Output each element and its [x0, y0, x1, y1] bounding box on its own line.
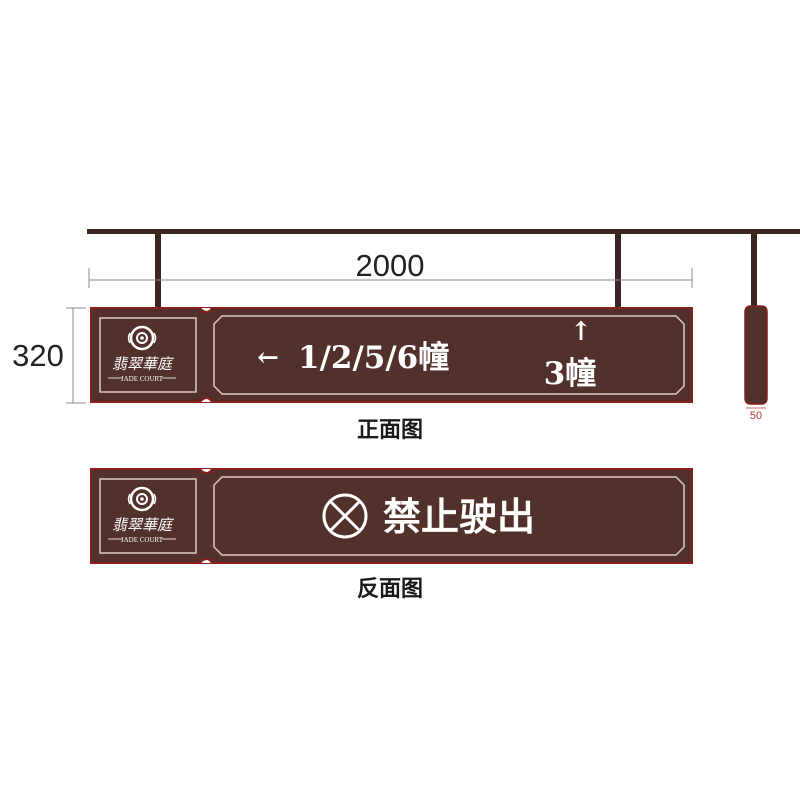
- width-label: 2000: [356, 248, 425, 283]
- no-exit-icon: [322, 493, 368, 539]
- back-view-caption: 反面图: [357, 577, 423, 602]
- front-logo-name: 翡翠華庭: [112, 355, 175, 373]
- back-sign-notch: [199, 468, 213, 564]
- up-arrow-icon: ↑: [570, 317, 592, 347]
- hanger-rod-side: [751, 231, 757, 308]
- mounting-beam: [87, 229, 800, 308]
- back-sign: 翡翠華庭 JADE COURT 禁止驶出: [90, 468, 693, 564]
- width-dimension: 2000: [88, 248, 693, 288]
- ceiling-bar: [87, 229, 800, 234]
- logo-emblem-icon: [127, 325, 157, 351]
- back-logo-name: 翡翠華庭: [112, 516, 175, 534]
- thickness-label: 50: [750, 410, 762, 422]
- left-arrow-icon: ←: [257, 343, 279, 373]
- front-sign-body: [90, 307, 693, 403]
- front-up-destination: 3幢: [544, 356, 597, 392]
- front-sign: 翡翠華庭 JADE COURT ← 1/2/5/6幢 ↑ 3幢: [90, 307, 693, 403]
- side-sign-body: [744, 305, 768, 405]
- hanger-rod-right: [615, 231, 621, 308]
- front-view-caption: 正面图: [357, 418, 423, 443]
- back-main-frame: [213, 476, 685, 556]
- back-logo: 翡翠華庭 JADE COURT: [108, 486, 176, 544]
- front-left-destination: 1/2/5/6幢: [298, 340, 449, 376]
- back-logo-subtitle: JADE COURT: [121, 536, 164, 544]
- height-label: 320: [12, 338, 64, 373]
- side-view: 50: [744, 305, 768, 422]
- front-logo-subtitle: JADE COURT: [121, 375, 164, 383]
- logo-emblem-icon: [127, 486, 157, 512]
- back-logo-frame: [99, 478, 197, 554]
- front-logo: 翡翠華庭 JADE COURT: [108, 325, 176, 383]
- front-sign-notch: [199, 307, 213, 403]
- front-logo-frame: [99, 317, 197, 393]
- hanger-rod-left: [155, 231, 161, 308]
- back-sign-body: [90, 468, 693, 564]
- back-message: 禁止驶出: [383, 494, 535, 539]
- front-main-frame: [213, 315, 685, 395]
- height-dimension: 320: [12, 307, 86, 404]
